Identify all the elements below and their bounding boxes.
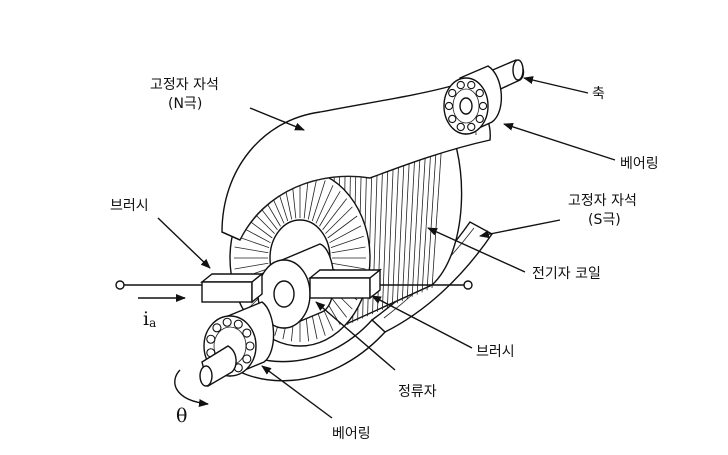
- bearing-ball: [213, 324, 221, 332]
- bearing-ball: [468, 123, 475, 130]
- label-bearing-bottom: 베어링: [332, 426, 371, 442]
- bearing-ball: [246, 342, 254, 350]
- label-stator-s: 고정자 자석: [568, 193, 637, 209]
- label-commutator: 정류자: [398, 384, 437, 400]
- label-current-subscript: a: [149, 316, 156, 330]
- label-brush-left: 브러시: [110, 198, 149, 214]
- bearing-ball: [476, 89, 483, 96]
- bearing-ball: [243, 355, 251, 363]
- bearing-ball: [449, 115, 456, 122]
- label-stator-s-pole: (S극): [588, 212, 621, 228]
- bearing-ball: [243, 329, 251, 337]
- arrow-brush-left: [158, 218, 210, 268]
- label-bearing-top: 베어링: [620, 156, 659, 172]
- label-stator-n-pole: (N극): [168, 96, 202, 112]
- bearing-ball: [223, 318, 231, 326]
- label-stator-n: 고정자 자석: [150, 77, 219, 93]
- bearing-ball: [445, 102, 452, 109]
- brush-bar-right: [310, 270, 380, 298]
- bearing-ball: [476, 115, 483, 122]
- label-shaft: 축: [592, 86, 605, 102]
- arrow-bearing-top: [504, 124, 615, 160]
- bearing-ball: [207, 335, 215, 343]
- label-current: ia: [143, 308, 156, 330]
- bearing-ball: [457, 123, 464, 130]
- brush-bar-left: [202, 274, 262, 302]
- label-armature-coil: 전기자 코일: [532, 266, 601, 282]
- arrow-stator-s: [480, 220, 560, 236]
- arrow-shaft: [524, 78, 588, 93]
- bearing-ball: [234, 320, 242, 328]
- label-brush-right: 브러시: [476, 344, 515, 360]
- bearing-ball: [457, 81, 464, 88]
- bearing-ball: [479, 102, 486, 109]
- bearing-ball: [449, 89, 456, 96]
- top-bearing-assembly: [444, 60, 523, 134]
- label-theta: θ: [176, 405, 187, 427]
- bearing-ball: [468, 81, 475, 88]
